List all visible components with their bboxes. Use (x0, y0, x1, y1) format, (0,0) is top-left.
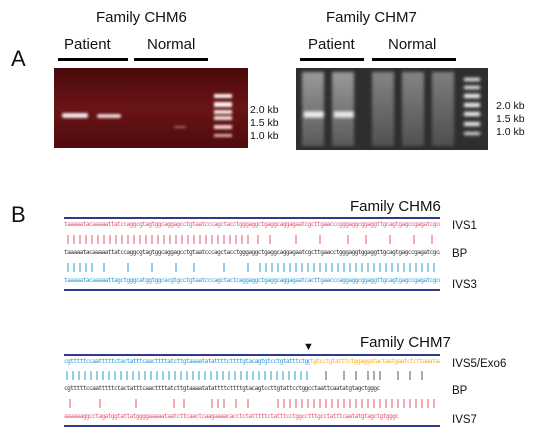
alignment-1-seq-ivs1: taaaaatacaaaaattatccaggcgtagtggcaggagcct… (64, 221, 440, 228)
gel-right-ladder-band-3 (464, 94, 480, 98)
gel-left-marker-2kb: 2.0 kb (250, 104, 279, 116)
alignment-2-label-ivs5-exo6: IVS5/Exo6 (452, 358, 507, 370)
gel-left-family-title: Family CHM6 (96, 9, 187, 26)
panel-letter-a: A (11, 46, 26, 71)
alignment-1-match-ticks-bottom (67, 263, 435, 272)
alignment-2-seq-bp: cgtttttccaatttttctactatttcaacttttatcttgt… (64, 385, 380, 392)
alignment-1-label-ivs1: IVS1 (452, 220, 477, 232)
alignment-1-label-bp: BP (452, 248, 468, 260)
alignment-2-match-ticks-bottom (69, 399, 435, 408)
gel-right-image (296, 68, 488, 150)
gel-left-band-normal-faint (174, 126, 186, 128)
gel-right-group-patient: Patient (308, 36, 355, 53)
alignment-1-seq-bp: taaaaatacaaaaattatccaggcgtagtggcaggagcct… (64, 249, 440, 256)
gel-left-ladder-band-2 (214, 102, 232, 107)
gel-left-marker-1-5kb: 1.5 kb (250, 117, 279, 129)
gel-right-ladder-band-5 (464, 112, 480, 116)
gel-right-normal-bracket (372, 58, 456, 61)
gel-right-ladder-band-7 (464, 132, 480, 135)
gel-right-band-patient-2 (334, 112, 354, 117)
alignment-2-label-bp: BP (452, 385, 468, 397)
alignment-1-label-ivs3: IVS3 (452, 279, 477, 291)
gel-right-lane-4 (402, 72, 424, 146)
alignment-2-label-ivs7: IVS7 (452, 414, 477, 426)
gel-right-ladder-band-4 (464, 103, 480, 107)
gel-right-marker-1-5kb: 1.5 kb (496, 113, 525, 125)
gel-left-ladder-band-4 (214, 116, 232, 120)
panel-letter-b: B (11, 202, 26, 227)
gel-right-band-patient-1 (304, 112, 324, 117)
breakpoint-marker-icon: ▼ (303, 341, 314, 353)
gel-left-band-patient-2 (97, 114, 121, 118)
gel-left-group-patient: Patient (64, 36, 111, 53)
alignment-2-seq-ivs7: aaaaaaggcctagatggtattatggggaaaaataatcttc… (64, 413, 399, 420)
gel-right-patient-bracket (300, 58, 364, 61)
gel-left-normal-bracket (134, 58, 208, 61)
alignment-2-top-line (64, 354, 440, 356)
alignment-1-top-line (64, 217, 440, 219)
gel-right-marker-1kb: 1.0 kb (496, 126, 525, 138)
gel-left-marker-1kb: 1.0 kb (250, 130, 279, 142)
gel-right-lane-1 (302, 72, 324, 146)
alignment-2-seq-ivs5-exo6: cgtttttccaatttttctactatttcaacttttatcttgt… (64, 358, 310, 365)
gel-right-ladder-band-1 (464, 78, 480, 81)
gel-right-family-title: Family CHM7 (326, 9, 417, 26)
alignment-1-family-title: Family CHM6 (350, 198, 441, 215)
gel-right-ladder-band-6 (464, 122, 480, 126)
alignment-2-bottom-line (64, 425, 440, 427)
alignment-2-match-ticks-top (66, 371, 423, 380)
gel-left-ladder-band-6 (214, 134, 232, 137)
gel-right-lane-5 (432, 72, 454, 146)
gel-left-image (54, 68, 248, 148)
gel-left-group-normal: Normal (147, 36, 196, 53)
alignment-2-family-title: Family CHM7 (360, 334, 451, 351)
gel-right-ladder-band-2 (464, 86, 480, 89)
alignment-2-seq-exon-highlight: tgtcctgtatttctggaggatactaatgaatctcttaaat… (310, 358, 440, 365)
gel-left-band-patient-1 (62, 113, 88, 118)
gel-left-patient-bracket (58, 58, 128, 61)
gel-right-lane-3 (372, 72, 394, 146)
gel-right-marker-2kb: 2.0 kb (496, 100, 525, 112)
gel-right-group-normal: Normal (388, 36, 437, 53)
gel-left-ladder-band-3 (214, 110, 232, 114)
gel-left-ladder-band-1 (214, 94, 232, 98)
gel-right-lane-2 (332, 72, 354, 146)
gel-left-ladder-band-5 (214, 125, 232, 129)
alignment-1-bottom-line (64, 289, 440, 291)
alignment-1-match-ticks-top (67, 235, 433, 244)
alignment-1-seq-ivs3: taaaaatacaaaaattagctgggcatggtggcacgtgcct… (64, 277, 440, 284)
